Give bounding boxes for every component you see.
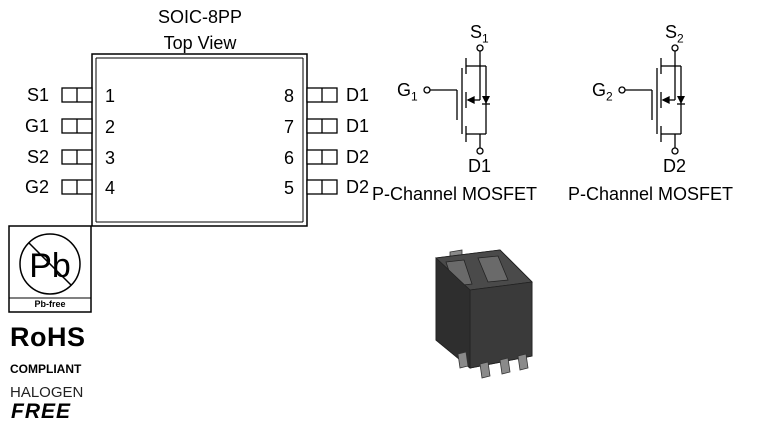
mosfet-1-gate-label: G1: [397, 80, 418, 104]
package-photo: [435, 249, 533, 379]
right-pin-pads: [306, 87, 338, 195]
pin2-label: G1: [25, 116, 50, 136]
pin1-label: S1: [27, 85, 50, 105]
svg-text:Pb: Pb: [29, 247, 71, 285]
mosfet-2-gate-label: G2: [592, 80, 613, 104]
rohs-label: RoHS: [10, 322, 86, 352]
package-name: SOIC-8PP: [157, 7, 243, 27]
halogen-free-label: FREE: [11, 400, 72, 423]
mosfet-2-drain-label: D2: [663, 156, 687, 176]
pin6-number: 6: [284, 148, 295, 168]
mosfet-1-caption: P-Channel MOSFET: [372, 184, 538, 204]
pin4-number: 4: [105, 178, 116, 198]
mosfet-2-caption: P-Channel MOSFET: [568, 184, 734, 204]
pin3-number: 3: [105, 148, 116, 168]
pin7-label: D1: [346, 116, 370, 136]
pb-free-label: Pb-free: [34, 299, 66, 309]
pin7-number: 7: [284, 117, 295, 137]
pin6-label: D2: [346, 147, 370, 167]
pin5-number: 5: [284, 178, 295, 198]
mosfet-2-source-label: S2: [665, 22, 684, 46]
pin4-label: G2: [25, 177, 50, 197]
mosfet-1-drain-label: D1: [468, 156, 492, 176]
pin2-number: 2: [105, 117, 116, 137]
left-pin-pads: [61, 87, 93, 195]
pin3-label: S2: [27, 147, 50, 167]
pin8-label: D1: [346, 85, 370, 105]
pin1-number: 1: [105, 86, 116, 106]
rohs-compliant-label: COMPLIANT: [10, 362, 82, 376]
mosfet-1-source-label: S1: [470, 22, 489, 46]
pin8-number: 8: [284, 86, 295, 106]
pb-free-icon: Pb: [8, 225, 92, 313]
halogen-label: HALOGEN: [10, 384, 84, 401]
pin5-label: D2: [346, 177, 370, 197]
package-view: Top View: [163, 33, 237, 53]
mosfet-1-symbol: [423, 44, 490, 155]
mosfet-2-symbol: [618, 44, 685, 155]
